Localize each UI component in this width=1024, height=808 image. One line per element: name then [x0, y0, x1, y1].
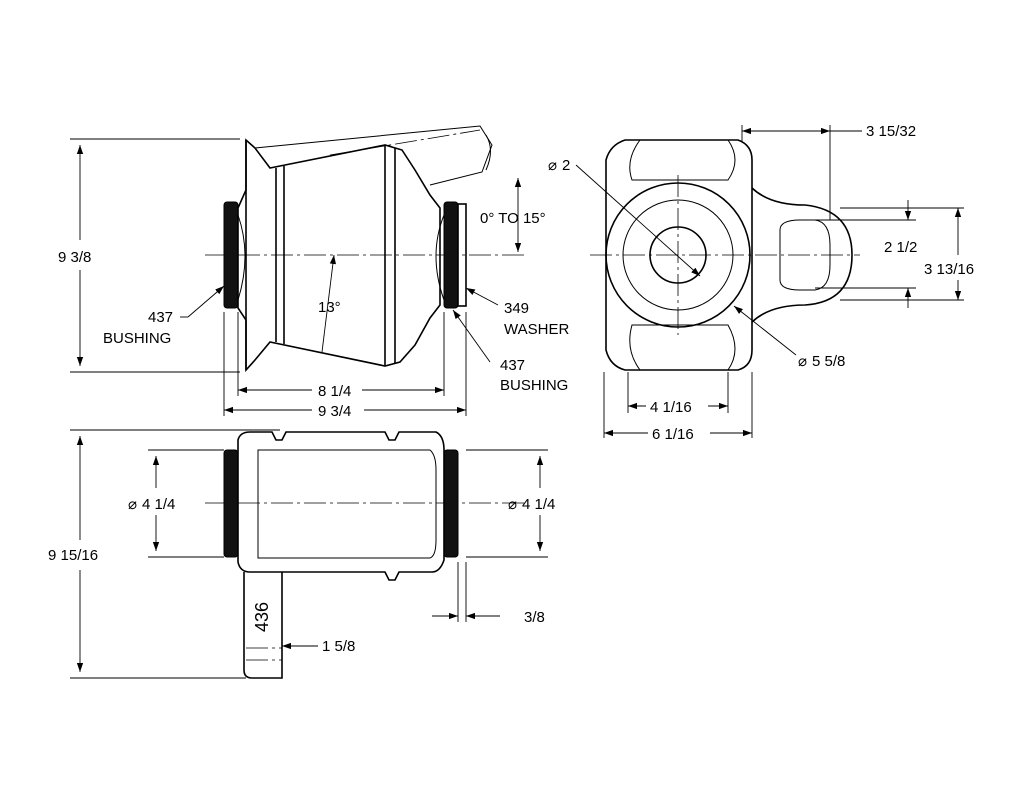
tilt-centerline [329, 129, 481, 156]
side-view [205, 125, 525, 373]
dim-dia-4-1-4-right: 4 1/4 [522, 496, 555, 513]
dim-bottom-height: 9 15/16 [48, 547, 98, 564]
label-diameter-symbol-3: ⌀ [128, 496, 137, 513]
label-bushing-right-word: BUSHING [500, 377, 568, 394]
end-tab-slot [779, 219, 831, 291]
end-outer-circle [605, 182, 751, 328]
dim-dia-5-5-8: 5 5/8 [812, 353, 845, 370]
dim-2-1-2: 2 1/2 [884, 239, 917, 256]
end-bottom-pad [629, 324, 736, 371]
label-bushing-left-num: 437 [148, 309, 173, 326]
end-body-outline [605, 139, 753, 371]
bottom-right-bushing [443, 449, 459, 558]
right-bushing [443, 201, 459, 309]
bottom-body-outline [237, 431, 445, 581]
label-diameter-symbol-4: ⌀ [508, 496, 517, 513]
label-bushing-right-num: 437 [500, 357, 525, 374]
housing-outline [237, 138, 441, 373]
label-part-436: 436 [252, 602, 272, 632]
label-angle-13: 13° [318, 299, 341, 316]
stem-436 [243, 572, 283, 679]
end-dimensions: ⌀ 2 3 15/32 2 1/2 3 13/16 ⌀ 5 5/8 4 1/16 [548, 123, 974, 443]
dim-9-3-4: 9 3/4 [318, 403, 351, 420]
ball-arc-right [435, 214, 445, 301]
ball-arc-left [237, 214, 246, 301]
dim-3-15-32: 3 15/32 [866, 123, 916, 140]
dim-8-1-4: 8 1/4 [318, 383, 351, 400]
dim-3-13-16: 3 13/16 [924, 261, 974, 278]
side-dimensions: 9 3/8 437 BUSHING 13° 0° TO 15° 349 WASH… [58, 138, 569, 420]
end-tab-outline [751, 187, 853, 323]
label-washer-word: WASHER [504, 321, 569, 338]
dim-dia-4-1-4-left: 4 1/4 [142, 496, 175, 513]
dim-6-1-16: 6 1/16 [652, 426, 694, 443]
washer [457, 203, 467, 307]
bottom-dimensions: 9 15/16 ⌀ 4 1/4 ⌀ 4 1/4 436 1 5/8 3/8 [48, 429, 555, 679]
label-diameter-symbol: ⌀ [548, 157, 557, 174]
dim-3-8: 3/8 [524, 609, 545, 626]
dim-side-height: 9 3/8 [58, 249, 91, 266]
label-diameter-symbol-2: ⌀ [798, 353, 807, 370]
shaft-phantom [254, 125, 493, 186]
end-bore-circle [649, 226, 707, 284]
left-bushing [223, 201, 239, 309]
end-view [590, 139, 860, 371]
label-tilt: 0° TO 15° [480, 210, 546, 227]
label-washer-num: 349 [504, 300, 529, 317]
label-bushing-left-word: BUSHING [103, 330, 171, 347]
bottom-view [205, 431, 525, 679]
dim-1-5-8: 1 5/8 [322, 638, 355, 655]
dim-dia-2: 2 [562, 157, 570, 174]
bottom-left-bushing [223, 449, 239, 558]
end-top-pad [629, 139, 736, 181]
dim-4-1-16: 4 1/16 [650, 399, 692, 416]
bottom-inner-outline [257, 449, 437, 559]
end-mid-circle [622, 199, 734, 311]
shaft-break [485, 134, 491, 171]
